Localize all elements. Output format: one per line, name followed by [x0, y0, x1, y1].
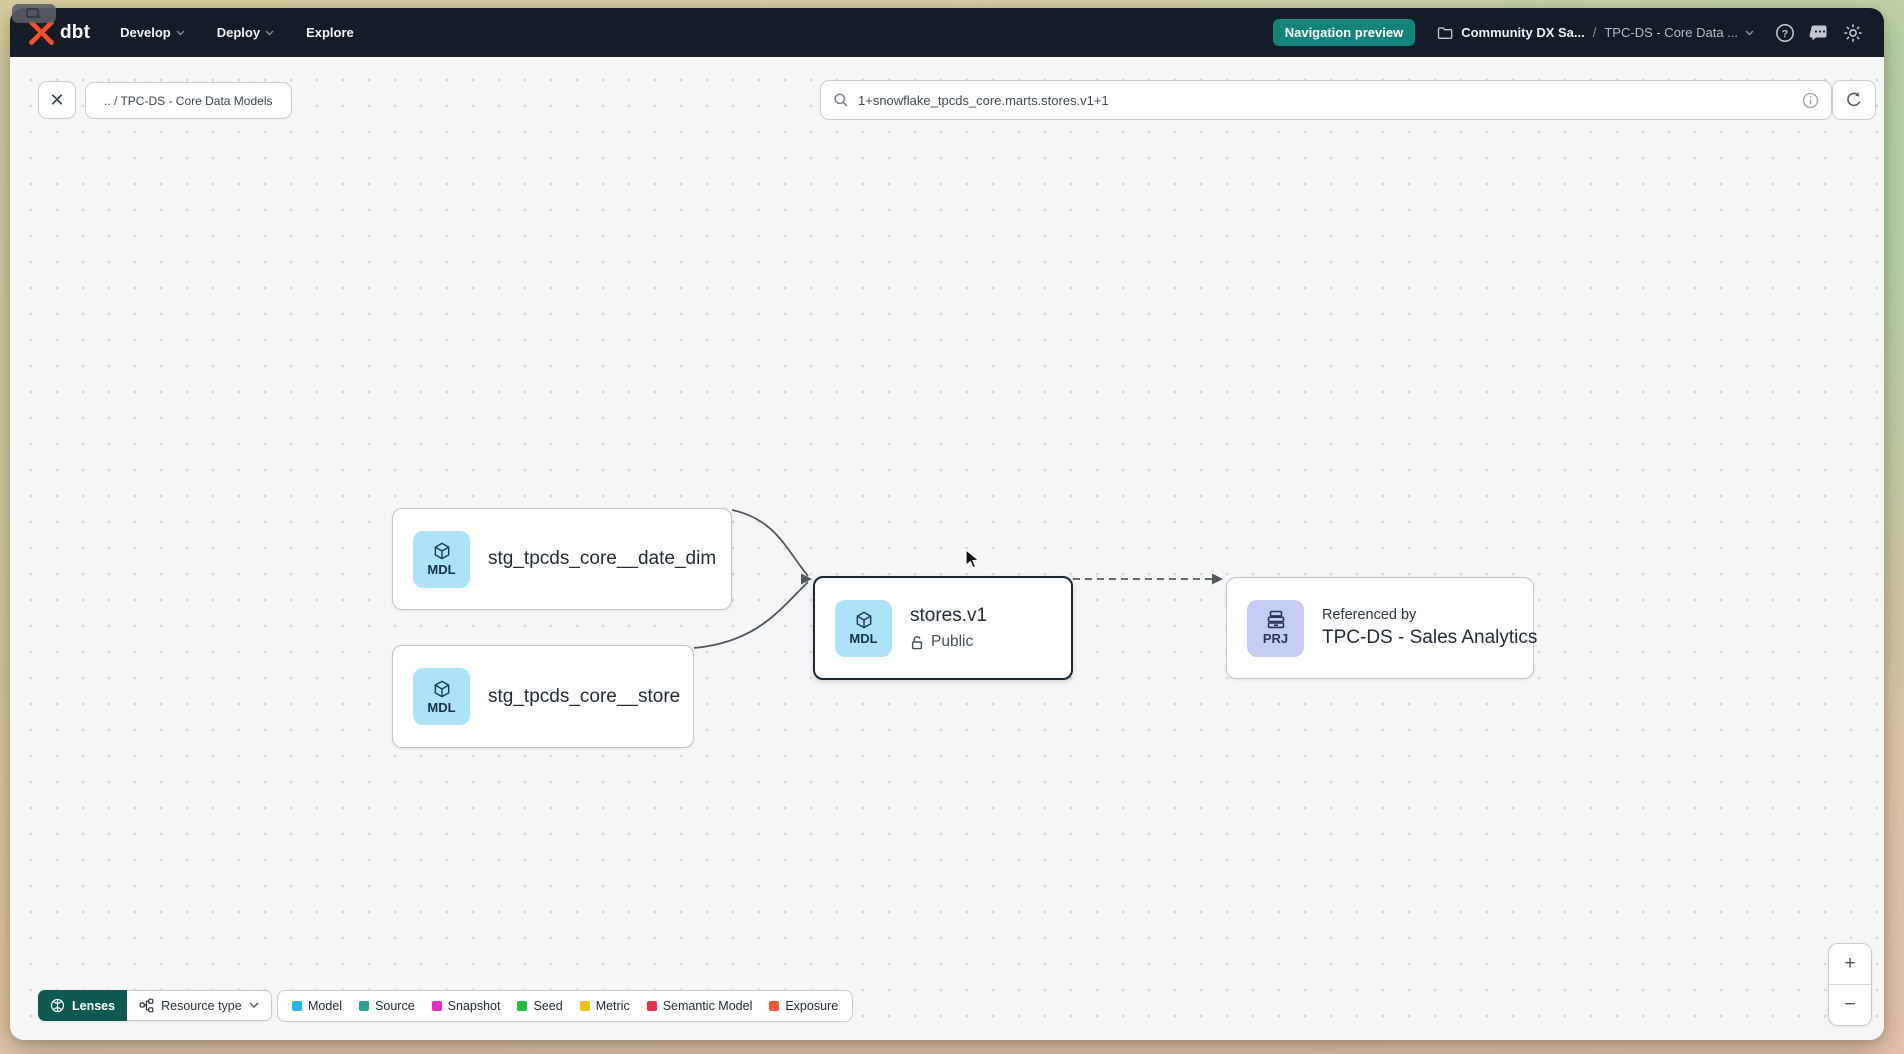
resource-type-dropdown[interactable]: Resource type	[127, 990, 272, 1021]
seed-swatch	[517, 1001, 528, 1011]
legend-item-source: Source	[359, 999, 415, 1013]
badge-label: MDL	[427, 699, 456, 715]
zoom-controls: + −	[1828, 943, 1872, 1026]
refresh-lineage-button[interactable]	[1832, 80, 1876, 120]
search-icon	[834, 93, 848, 107]
public-unlock-icon	[911, 635, 923, 649]
model-cube-icon	[434, 542, 449, 560]
project-badge: PRJ	[1247, 599, 1304, 657]
resource-type-label: Resource type	[161, 998, 242, 1013]
legend-item-exposure: Exposure	[769, 999, 838, 1013]
lineage-breadcrumb-chip[interactable]: .. / TPC-DS - Core Data Models	[85, 82, 292, 119]
breadcrumb-project[interactable]: TPC-DS - Core Data ...	[1604, 25, 1754, 40]
model-swatch	[292, 1001, 302, 1011]
model-cube-icon	[856, 611, 871, 629]
model-cube-icon	[434, 680, 449, 697]
node-referenced-by-sales-analytics[interactable]: PRJ Referenced by TPC-DS - Sales Analyti…	[1226, 577, 1538, 679]
help-button[interactable]: ?	[1774, 22, 1796, 44]
gear-icon	[1844, 23, 1862, 42]
zoom-out-button[interactable]: −	[1829, 985, 1871, 1025]
breadcrumb-separator: /	[1592, 25, 1597, 40]
node-overline: Referenced by	[1322, 607, 1417, 623]
semantic-model-swatch	[646, 1001, 657, 1011]
screen-share-indicator[interactable]	[12, 4, 56, 23]
svg-text:?: ?	[1782, 28, 1788, 40]
breadcrumb-project-label: TPC-DS - Core Data ...	[1604, 25, 1738, 40]
main-menu: Develop Deploy Explore	[120, 25, 354, 40]
chevron-down-icon	[265, 30, 274, 35]
dbt-logo[interactable]: dbt	[28, 19, 90, 46]
settings-button[interactable]	[1842, 22, 1864, 44]
badge-label: MDL	[427, 562, 456, 577]
zoom-in-button[interactable]: +	[1829, 944, 1871, 985]
mouse-cursor	[965, 549, 981, 569]
lenses-icon	[50, 998, 65, 1013]
node-title: stores.v1	[910, 605, 988, 626]
node-label: stg_tpcds_core__store	[488, 685, 681, 707]
resource-type-icon	[139, 998, 154, 1013]
snapshot-swatch	[431, 1001, 442, 1011]
menu-develop-label: Develop	[120, 25, 171, 40]
access-label: Public	[931, 633, 974, 650]
refresh-icon	[1847, 92, 1861, 107]
chevron-down-icon	[249, 1002, 259, 1008]
top-navbar: dbt Develop Deploy Explore Navigation pr…	[10, 8, 1884, 57]
screen-share-icon	[26, 7, 41, 20]
resource-type-legend: Model Source Snapshot Seed Metric Semant…	[277, 990, 854, 1022]
navigation-preview-badge[interactable]: Navigation preview	[1272, 19, 1416, 46]
chevron-down-icon	[1745, 30, 1754, 35]
lineage-search-bar	[820, 80, 1832, 120]
badge-label: MDL	[849, 631, 878, 646]
app-window: dbt Develop Deploy Explore Navigation pr…	[10, 8, 1884, 1040]
legend-item-semantic-model: Semantic Model	[646, 999, 752, 1013]
menu-deploy-label: Deploy	[216, 25, 261, 40]
close-icon: ✕	[49, 89, 65, 110]
menu-develop[interactable]: Develop	[120, 25, 185, 40]
lenses-button[interactable]: Lenses	[38, 990, 128, 1021]
exposure-swatch	[769, 1001, 780, 1011]
chevron-down-icon	[176, 30, 185, 35]
menu-deploy[interactable]: Deploy	[217, 25, 274, 40]
node-stg-tpcds-core-date-dim[interactable]: MDL stg_tpcds_core__date_dim	[392, 508, 732, 610]
model-badge: MDL	[413, 530, 470, 588]
legend-item-model: Model	[292, 999, 342, 1013]
menu-explore-label: Explore	[306, 25, 354, 40]
dbt-logo-icon	[29, 20, 54, 45]
folder-icon	[1438, 26, 1453, 39]
lineage-canvas[interactable]: ✕ .. / TPC-DS - Core Data Models	[10, 57, 1884, 1040]
breadcrumb: Community DX Sa... / TPC-DS - Core Data …	[1437, 25, 1754, 40]
legend-item-metric: Metric	[579, 999, 630, 1013]
badge-label: PRJ	[1262, 631, 1289, 646]
legend-item-snapshot: Snapshot	[431, 999, 500, 1013]
node-stores-v1-selected[interactable]: MDL stores.v1 Public	[813, 576, 1073, 680]
source-swatch	[359, 1001, 370, 1011]
project-drawers-icon	[1267, 610, 1284, 629]
help-icon: ?	[1776, 23, 1794, 42]
legend-item-seed: Seed	[517, 999, 563, 1013]
metric-swatch	[579, 1001, 590, 1011]
close-button[interactable]: ✕	[38, 81, 76, 119]
model-badge: MDL	[835, 599, 892, 657]
lineage-edges	[693, 509, 1223, 649]
menu-explore[interactable]: Explore	[306, 25, 354, 40]
breadcrumb-account[interactable]: Community DX Sa...	[1461, 25, 1585, 40]
feedback-icon	[1809, 25, 1827, 40]
feedback-button[interactable]	[1808, 22, 1830, 44]
dbt-logo-text: dbt	[60, 21, 91, 43]
lenses-label: Lenses	[72, 998, 116, 1013]
node-stg-tpcds-core-store[interactable]: MDL stg_tpcds_core__store	[392, 645, 694, 748]
node-label: stg_tpcds_core__date_dim	[488, 548, 717, 569]
info-icon[interactable]	[1802, 92, 1819, 109]
node-label: TPC-DS - Sales Analytics	[1322, 627, 1538, 648]
lineage-selector-input[interactable]	[858, 92, 1793, 108]
model-badge: MDL	[413, 668, 470, 725]
